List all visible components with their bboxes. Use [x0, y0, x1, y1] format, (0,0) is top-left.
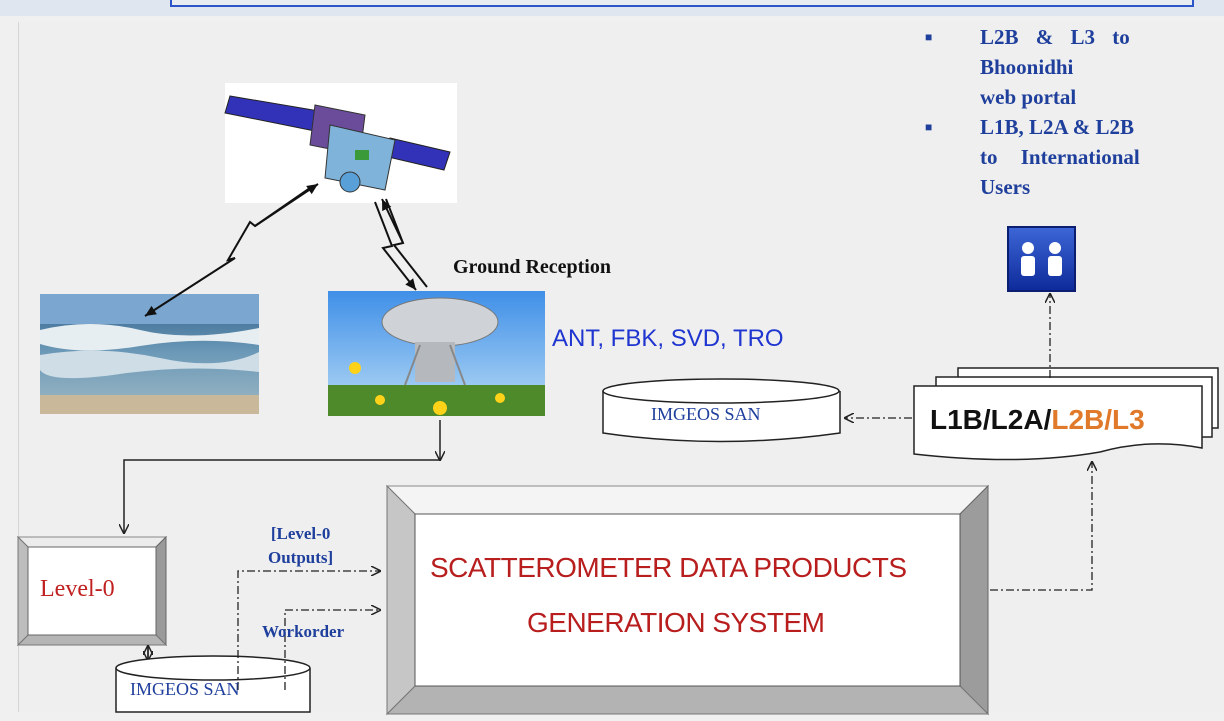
system-title-line2: GENERATION SYSTEM	[527, 607, 825, 638]
level0-box	[16, 535, 168, 647]
bullet2-line1: L1B, L2A & L2B	[980, 115, 1135, 139]
station-codes-label: ANT, FBK, SVD, TRO	[552, 325, 784, 352]
level0-label: Level-0	[40, 576, 115, 602]
flow-system-products	[990, 462, 1092, 591]
bullet-list: ■ L2B & L3 to Bhoonidhi web portal ■ L1B…	[925, 22, 1195, 202]
products-label: L1B/L2A/L2B/L3	[930, 404, 1145, 436]
products-sep: /	[1104, 404, 1113, 435]
top-bar	[0, 0, 1224, 16]
top-bar-frame	[170, 0, 1194, 7]
products-part1: L1B/L2A/	[930, 404, 1052, 435]
antenna-image	[328, 291, 545, 416]
ground-reception-label: Ground Reception	[453, 256, 611, 278]
flow-products-out	[845, 294, 1050, 418]
users-icon	[1007, 226, 1076, 292]
san-bottom-cylinder	[115, 655, 311, 713]
bullet-item: ■ L1B, L2A & L2B to International Users	[925, 112, 1195, 202]
bullet-square-icon: ■	[925, 120, 933, 134]
level0-outputs-label: [Level-0 Outputs]	[268, 522, 333, 570]
workorder-label: Workorder	[262, 622, 345, 641]
products-document	[913, 367, 1219, 461]
bullet2-line2: to International	[980, 145, 1140, 169]
link-satellite-ocean	[144, 183, 319, 317]
system-box	[385, 484, 990, 716]
satellite-image	[224, 83, 457, 203]
san-bottom-label: IMGEOS SAN	[130, 679, 240, 699]
bullet1-line3: web portal	[980, 85, 1077, 109]
link-satellite-antenna	[374, 198, 428, 291]
bullet2-line3: Users	[980, 175, 1031, 199]
flow-san-system	[237, 571, 380, 690]
san-top-cylinder	[602, 378, 841, 443]
flow-antenna-level0	[124, 420, 440, 533]
products-part2: L2B	[1051, 404, 1105, 435]
level0-outputs-line1: [Level-0	[270, 524, 331, 543]
bullet1-line2: Bhoonidhi	[980, 55, 1074, 79]
level0-outputs-line2: Outputs]	[268, 548, 334, 567]
san-top-label: IMGEOS SAN	[651, 404, 761, 424]
products-part3: L3	[1112, 404, 1145, 435]
bullet-square-icon: ■	[925, 30, 933, 44]
system-title-line1: SCATTEROMETER DATA PRODUCTS	[430, 552, 907, 583]
bullet-item: ■ L2B & L3 to Bhoonidhi web portal	[925, 22, 1195, 112]
bullet1-line1: L2B & L3 to	[980, 25, 1130, 49]
